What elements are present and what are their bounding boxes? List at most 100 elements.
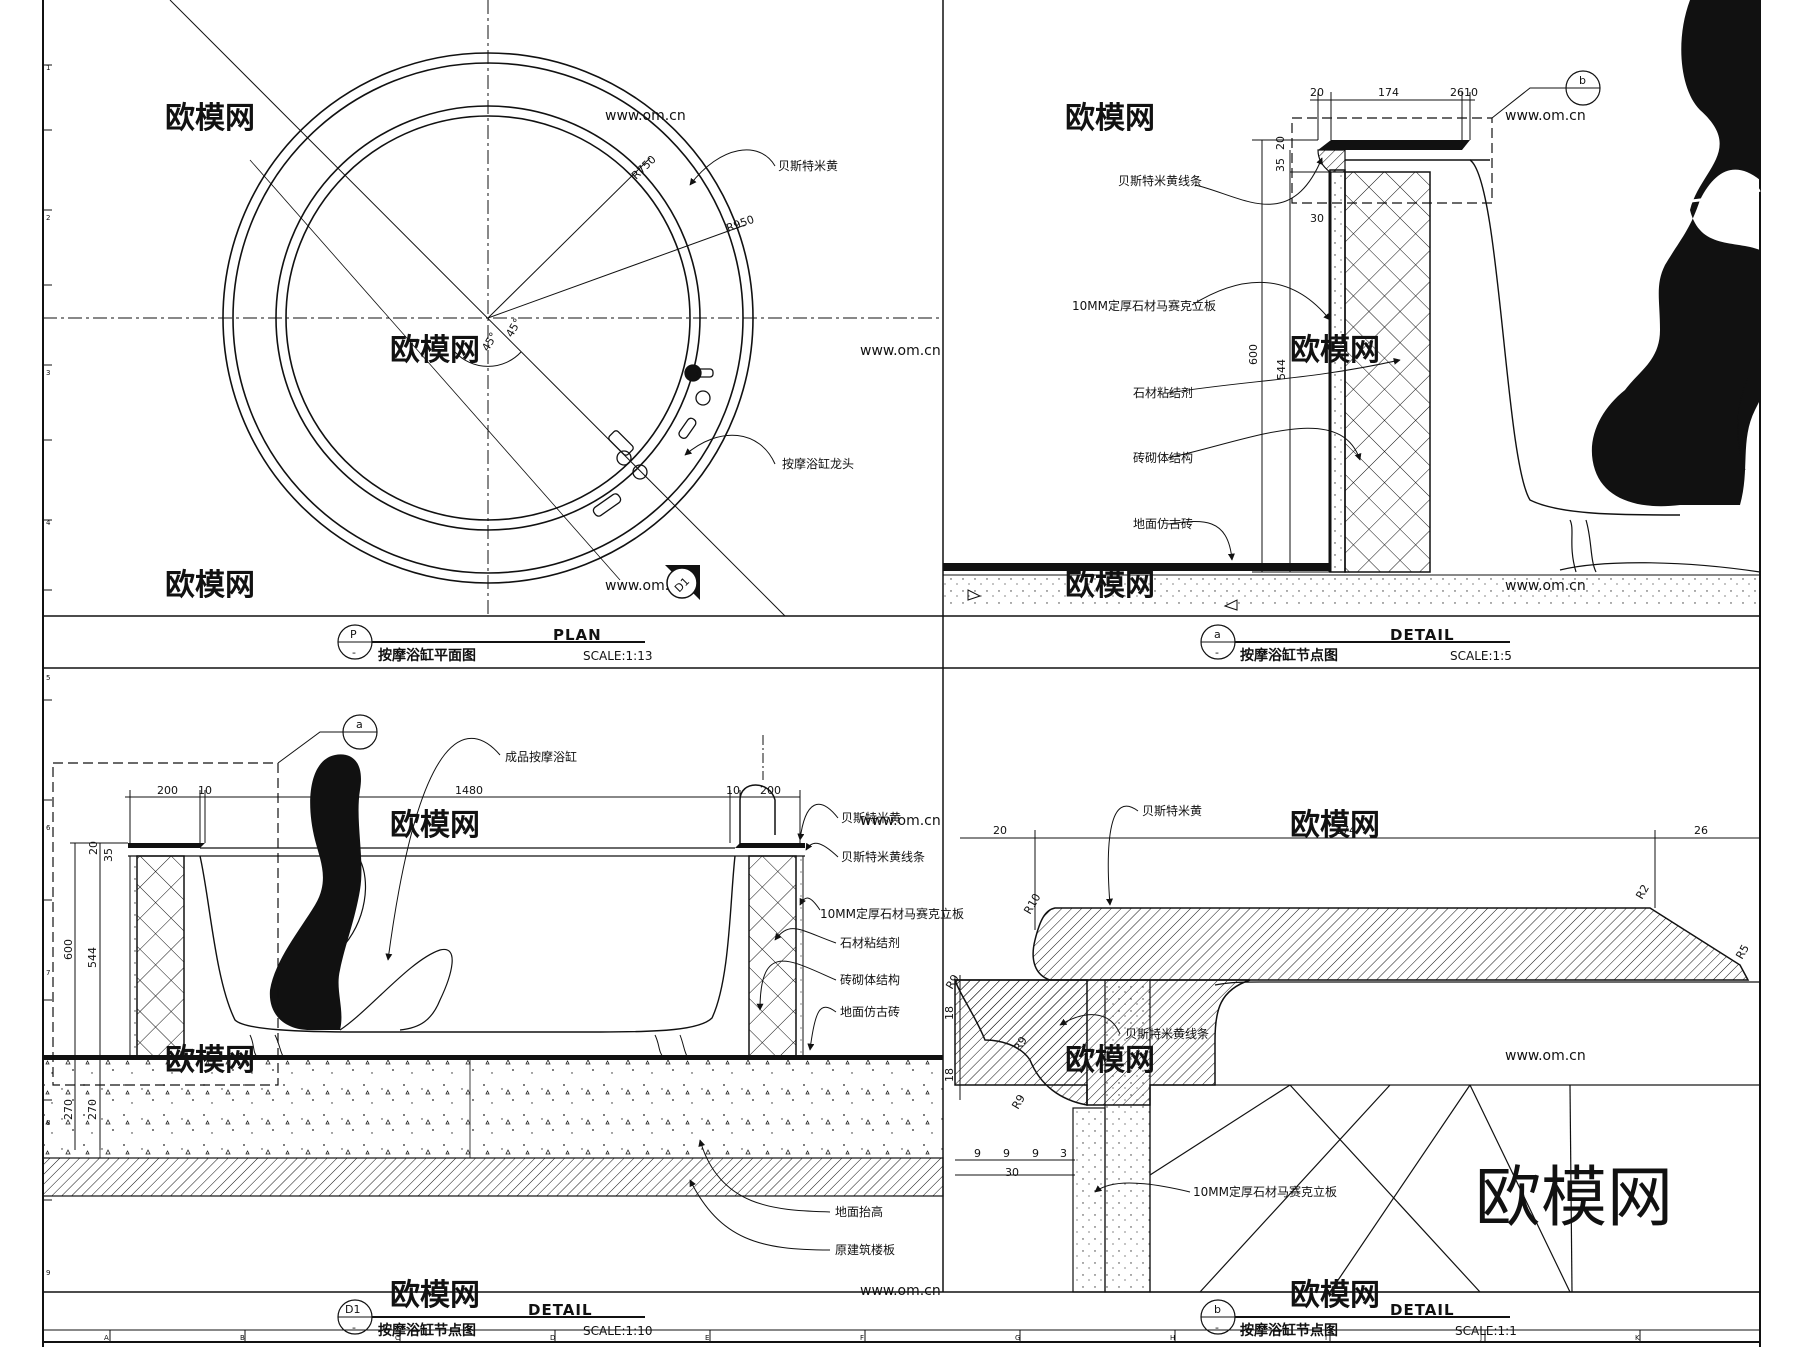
watermark-text: 欧模网 (390, 1278, 480, 1313)
col-label: I (1325, 1334, 1327, 1342)
dim: 9 (974, 1147, 981, 1160)
masonry-right (748, 855, 797, 1057)
label-floor: 地面仿古砖 (1133, 516, 1193, 531)
label-slab: 原建筑楼板 (835, 1242, 895, 1257)
dim: 10 (198, 784, 212, 797)
label-adhesive: 石材粘结剂 (1133, 385, 1193, 400)
watermark-url: www.om.cn (860, 343, 941, 359)
watermark-url: www.om.cn (860, 813, 941, 829)
detail-b-title-en: DETAIL (1390, 1301, 1455, 1319)
sheet-frame (42, 0, 1761, 1347)
watermark-text: 欧模网 (390, 808, 480, 843)
detail-b-panel: 20 174 26 18 18 9 9 9 3 30 R10 R2 R5 R9 … (943, 803, 1761, 1339)
plan-tag: P (350, 628, 357, 641)
dim: R9 (943, 972, 962, 991)
dim: 20 (1310, 86, 1324, 99)
angle-right: 45° (503, 316, 524, 339)
dim: 174 (1378, 86, 1399, 99)
detail-d1-tag-sub: - (352, 1321, 356, 1334)
dim: 544 (1275, 359, 1288, 380)
angle-left: 45° (479, 330, 500, 353)
tub-outline (222, 52, 754, 584)
detail-b-tag: b (1214, 1303, 1221, 1316)
detail-d1-panel: a 200 10 1480 10 200 20 35 600 544 270 2… (42, 714, 964, 1339)
detail-b-title-cn: 按摩浴缸节点图 (1240, 1322, 1338, 1339)
stone-top (1032, 907, 1750, 981)
row-label: 9 (46, 1269, 50, 1277)
watermark-text: 欧模网 (1065, 101, 1155, 136)
dim: 35 (102, 848, 115, 862)
dim: 174 (1335, 824, 1356, 837)
floor-tile (943, 563, 1330, 571)
row-label: 6 (46, 824, 51, 832)
detail-d1-title-block: D1 - DETAIL 按摩浴缸节点图 SCALE:1:10 (337, 1299, 652, 1339)
dim: 20 (87, 841, 100, 855)
dim: 200 (157, 784, 178, 797)
dim: 26 (1450, 86, 1464, 99)
label-trim: 贝斯特米黄线条 (841, 849, 925, 864)
plan-tag-sub: - (352, 646, 356, 659)
col-label: J (1479, 1334, 1482, 1342)
dim: 20 (993, 824, 1007, 837)
label-raise: 地面抬高 (835, 1204, 883, 1219)
detail-d1-title-cn: 按摩浴缸节点图 (378, 1322, 476, 1339)
watermark-text: 欧模网 (1290, 808, 1380, 843)
dim: 544 (86, 947, 99, 968)
col-label: D (550, 1334, 555, 1342)
dim: 1480 (455, 784, 483, 797)
col-label: C (395, 1334, 400, 1342)
col-label: A (104, 1334, 109, 1342)
watermark-text: 欧模网 (165, 568, 255, 603)
detail-a-scale: SCALE:1:5 (1450, 649, 1512, 663)
label-stone: 贝斯特米黄 (1142, 803, 1202, 818)
col-label: K (1635, 1334, 1640, 1342)
dim: 10 (1464, 86, 1478, 99)
dim: 10 (726, 784, 740, 797)
dim: 600 (62, 939, 75, 960)
label-masonry: 砖砌体结构 (840, 972, 900, 987)
dim: R9 (1011, 1034, 1030, 1053)
watermark-text: 欧模网 (165, 101, 255, 136)
detail-a-title-cn: 按摩浴缸节点图 (1240, 647, 1338, 664)
radius-outer: R950 (725, 213, 756, 235)
row-label: 7 (46, 969, 50, 977)
dim: R9 (1009, 1092, 1028, 1111)
figure-silhouette (1591, 0, 1760, 507)
col-label: H (1170, 1334, 1175, 1342)
label-tub: 成品按摩浴缸 (505, 749, 577, 764)
watermark-url: www.om.cn (605, 578, 686, 594)
label-faucet: 按摩浴缸龙头 (782, 456, 854, 471)
dim: 270 (62, 1099, 75, 1120)
col-label: E (705, 1334, 709, 1342)
masonry-left (136, 855, 185, 1057)
figure-silhouette (269, 754, 362, 1030)
watermark-text: 欧模网 (1290, 1278, 1380, 1313)
row-label: 2 (46, 214, 50, 222)
trim-profile (953, 979, 1088, 1106)
detail-d1-scale: SCALE:1:10 (583, 1324, 652, 1338)
dim: 30 (1005, 1166, 1019, 1179)
detail-a-title-en: DETAIL (1390, 626, 1455, 644)
dim: 3 (1060, 1147, 1067, 1160)
detail-d1-tag: D1 (345, 1303, 360, 1316)
plan-scale: SCALE:1:13 (583, 649, 652, 663)
plan-title-en: PLAN (553, 626, 602, 644)
dim: 35 (1274, 158, 1287, 172)
label-trim: 贝斯特米黄线条 (1125, 1026, 1209, 1041)
raised-floor (43, 1058, 943, 1158)
label-stone: 贝斯特米黄 (841, 810, 901, 825)
detail-d1-title-en: DETAIL (528, 1301, 593, 1319)
watermark-url: www.om.cn (1505, 108, 1586, 124)
label-mosaic: 10MM定厚石材马赛克立板 (1072, 298, 1216, 313)
detail-b-tag-sub: - (1215, 1321, 1219, 1334)
watermark-text: 欧模网 (390, 333, 480, 368)
label-adhesive: 石材粘结剂 (840, 935, 900, 950)
callout-a: a (356, 718, 363, 731)
col-label: G (1015, 1334, 1020, 1342)
dim: 9 (1032, 1147, 1039, 1160)
plan-title-block: P - PLAN 按摩浴缸平面图 SCALE:1:13 (337, 624, 652, 664)
detail-b-scale: SCALE:1:1 (1455, 1324, 1517, 1338)
brand-watermark: 欧模网 (1475, 1159, 1673, 1236)
detail-b-title-block: b - DETAIL 按摩浴缸节点图 SCALE:1:1 (1200, 1299, 1517, 1339)
